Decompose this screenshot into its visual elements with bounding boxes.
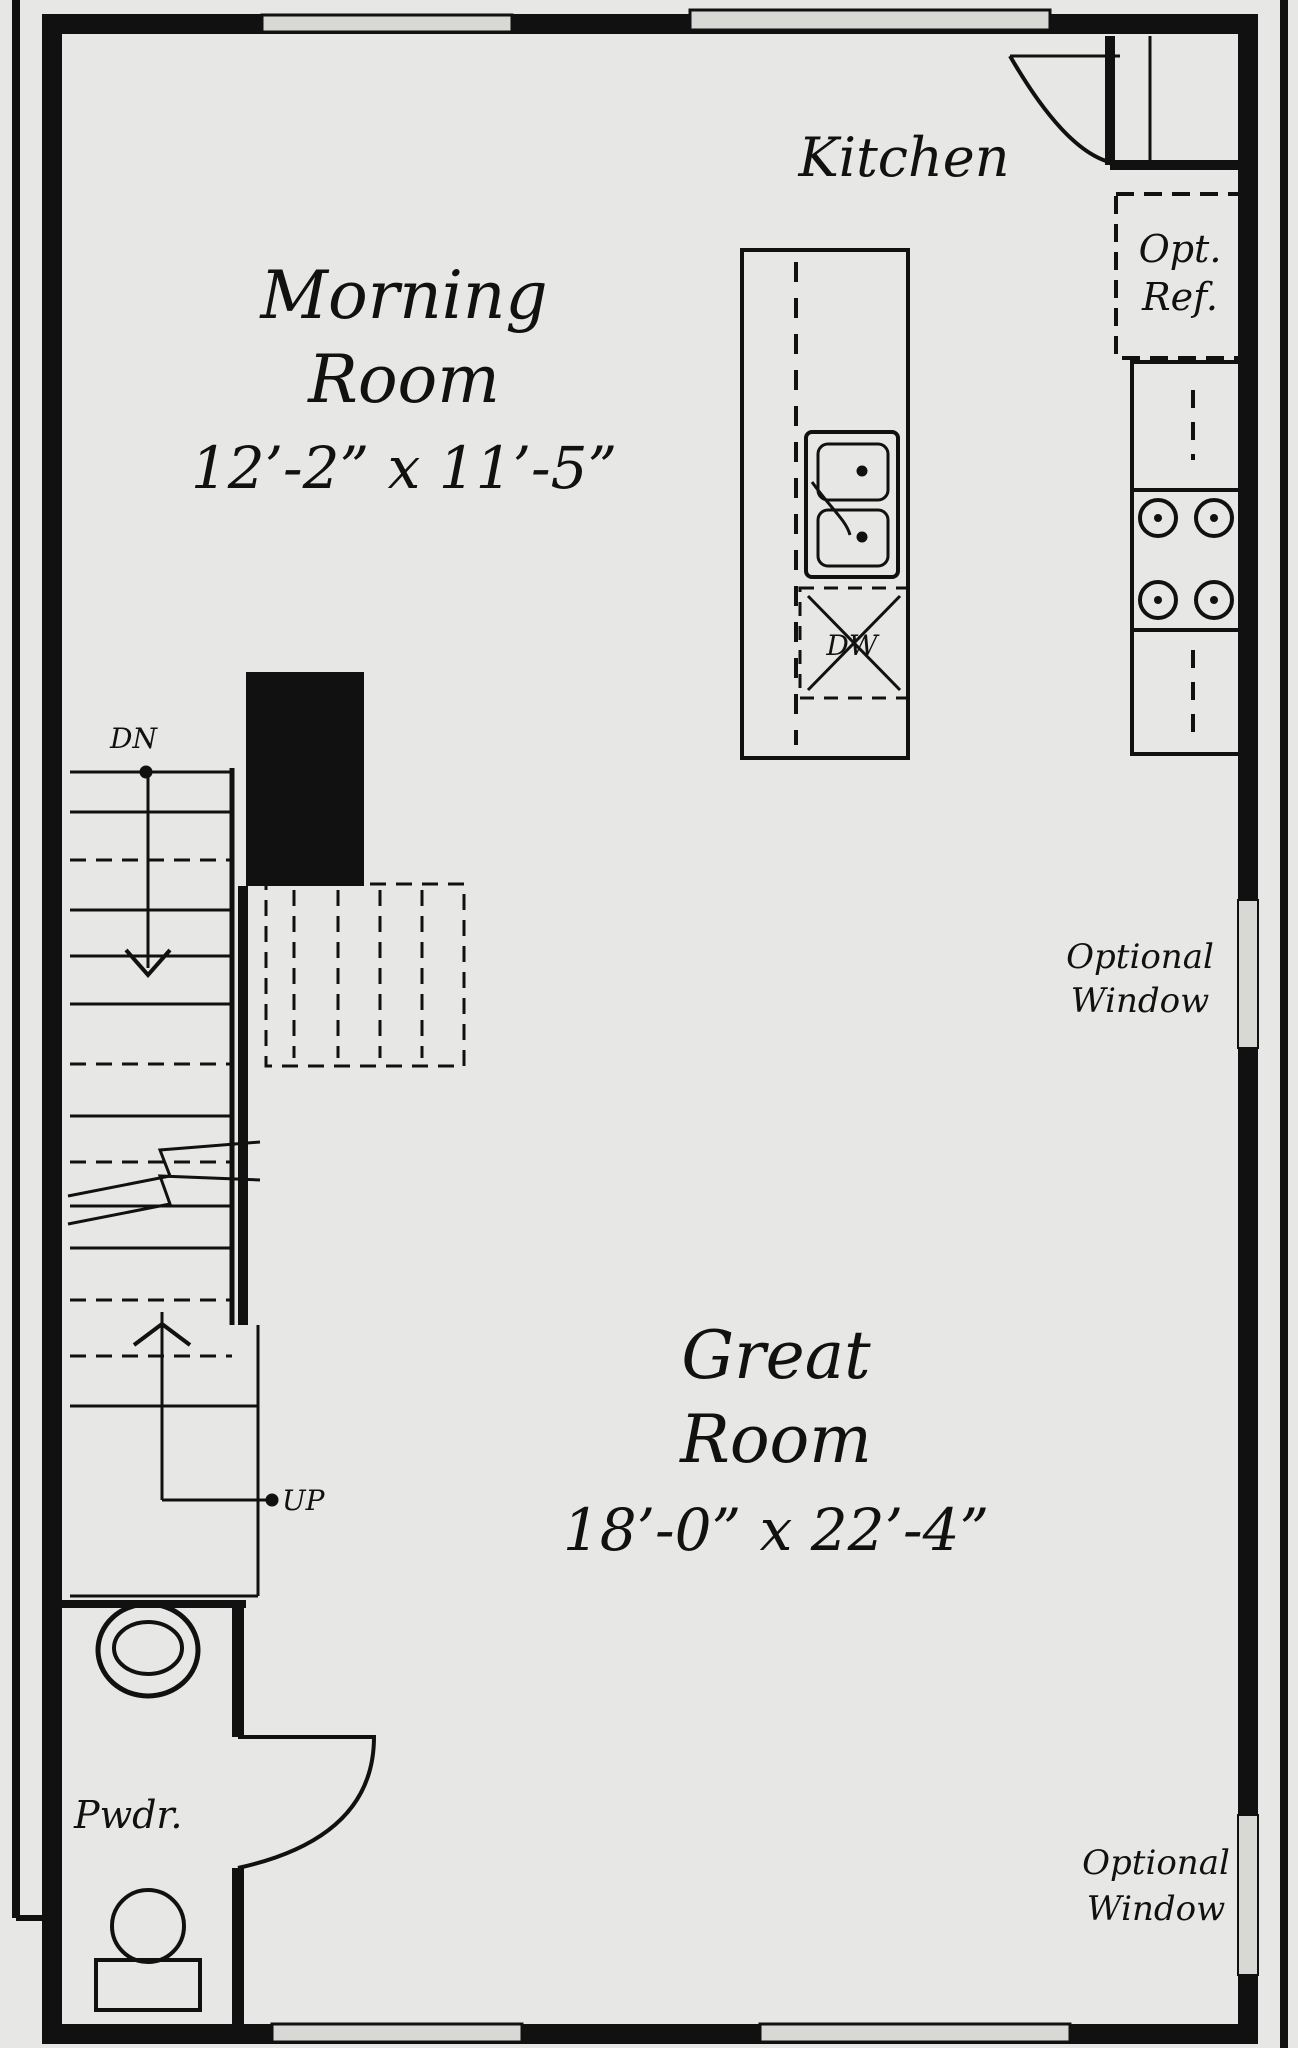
upper-stair-dashed [264,882,466,1068]
dishwasher-label: DW [825,629,879,662]
powder-room-label: Pwdr. [73,1793,183,1837]
opt-ref-label-line2: Ref. [1141,275,1218,319]
kitchen-label: Kitchen [797,126,1009,189]
morning-room-name-line1: Morning [259,257,547,334]
kitchen-island [740,248,910,760]
top-right-closet [1008,36,1248,170]
top-windows [260,8,1052,34]
optional-window-2-line1: Optional [1082,1843,1230,1883]
stairs-down-label: DN [109,722,158,755]
stairs [67,765,279,1598]
stairs-up-label: UP [282,1484,326,1517]
great-room-name-line2: Room [679,1401,872,1478]
cooktop-icon [1138,498,1234,620]
great-room-name-line1: Great [681,1317,871,1394]
morning-room-dimensions: 12’-2” x 11’-5” [191,434,617,502]
great-room-dimensions: 18’-0” x 22’-4” [563,1496,989,1564]
optional-window-2-line2: Window [1087,1889,1225,1929]
optional-window-markers [1237,899,1259,1976]
optional-window-1-line1: Optional [1066,937,1214,977]
powder-room [52,1600,377,2028]
opt-ref-label-line1: Opt. [1139,227,1222,271]
bottom-windows [270,2022,1072,2044]
morning-room-name-line2: Room [307,341,500,418]
right-counter [1130,360,1250,756]
stair-core [238,672,364,1325]
optional-window-1-line2: Window [1071,981,1209,1021]
opt-ref-box: Opt. Ref. [1114,192,1244,360]
